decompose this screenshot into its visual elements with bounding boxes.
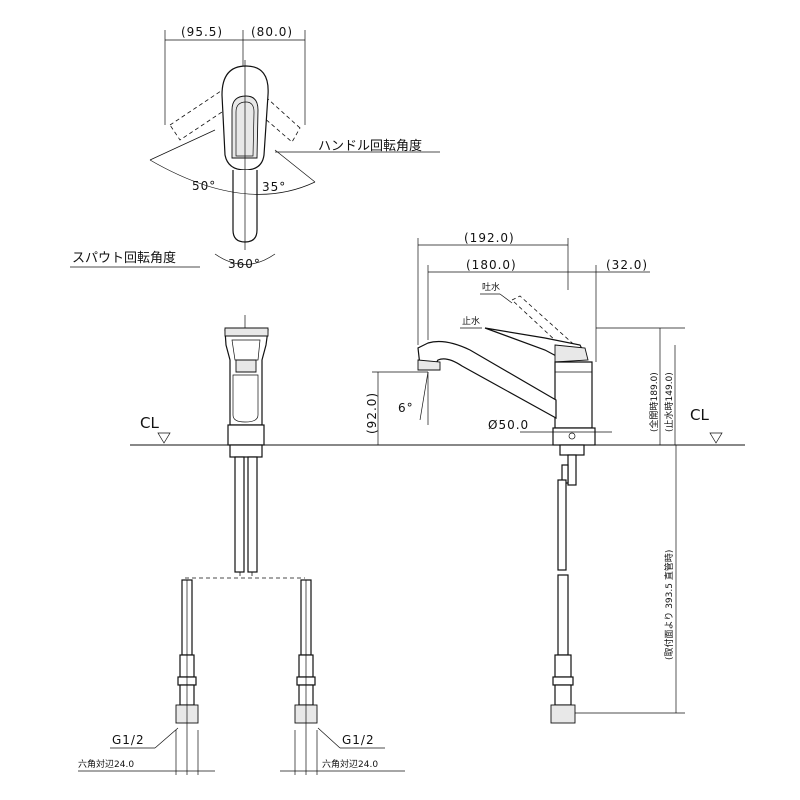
angle-left-label: 50° xyxy=(192,179,216,193)
mounting-surface-line: CL CL xyxy=(130,406,745,446)
thread-left-label: G1/2 xyxy=(112,733,145,747)
hex-left-label: 六角対辺24.0 xyxy=(78,758,134,770)
label-stop: 止水 xyxy=(462,315,480,327)
dim-spout-reach: (180.0) xyxy=(466,258,517,272)
dim-hose-length: (取付面より 393.5 直管時) xyxy=(663,550,675,660)
dim-handle-left: (95.5) xyxy=(181,25,223,39)
hex-right-label: 六角対辺24.0 xyxy=(322,758,378,770)
centerline-label-left: CL xyxy=(140,414,159,432)
dim-height-closed: (止水時149.0) xyxy=(663,372,675,432)
centerline-label-right: CL xyxy=(690,406,709,424)
thread-right-label: G1/2 xyxy=(342,733,375,747)
dim-height-open: (全開時189.0) xyxy=(648,372,660,432)
top-view: (95.5) (80.0) 50° 35° ハンドル回転角度 スパウト回転角度 … xyxy=(70,25,440,271)
dim-base-diameter: Ø50.0 xyxy=(488,418,529,432)
spout-angle-6: 6° xyxy=(398,401,414,415)
angle-right-label: 35° xyxy=(262,180,286,194)
dim-handle-right: (80.0) xyxy=(251,25,293,39)
handle-rotation-label: ハンドル回転角度 xyxy=(318,138,422,154)
dim-handle-offset: (32.0) xyxy=(606,258,648,272)
label-discharge: 吐水 xyxy=(482,281,500,293)
spout-rotation-label: スパウト回転角度 xyxy=(72,250,176,266)
spout-angle-label: 360° xyxy=(228,257,261,271)
side-view: (192.0) (180.0) (32.0) 吐水 止水 6° (9 xyxy=(365,231,685,724)
dim-total-reach: (192.0) xyxy=(464,231,515,245)
dim-spout-height: (92.0) xyxy=(365,392,379,434)
front-view: G1/2 G1/2 六角対辺24.0 六角対辺24.0 xyxy=(78,315,405,775)
